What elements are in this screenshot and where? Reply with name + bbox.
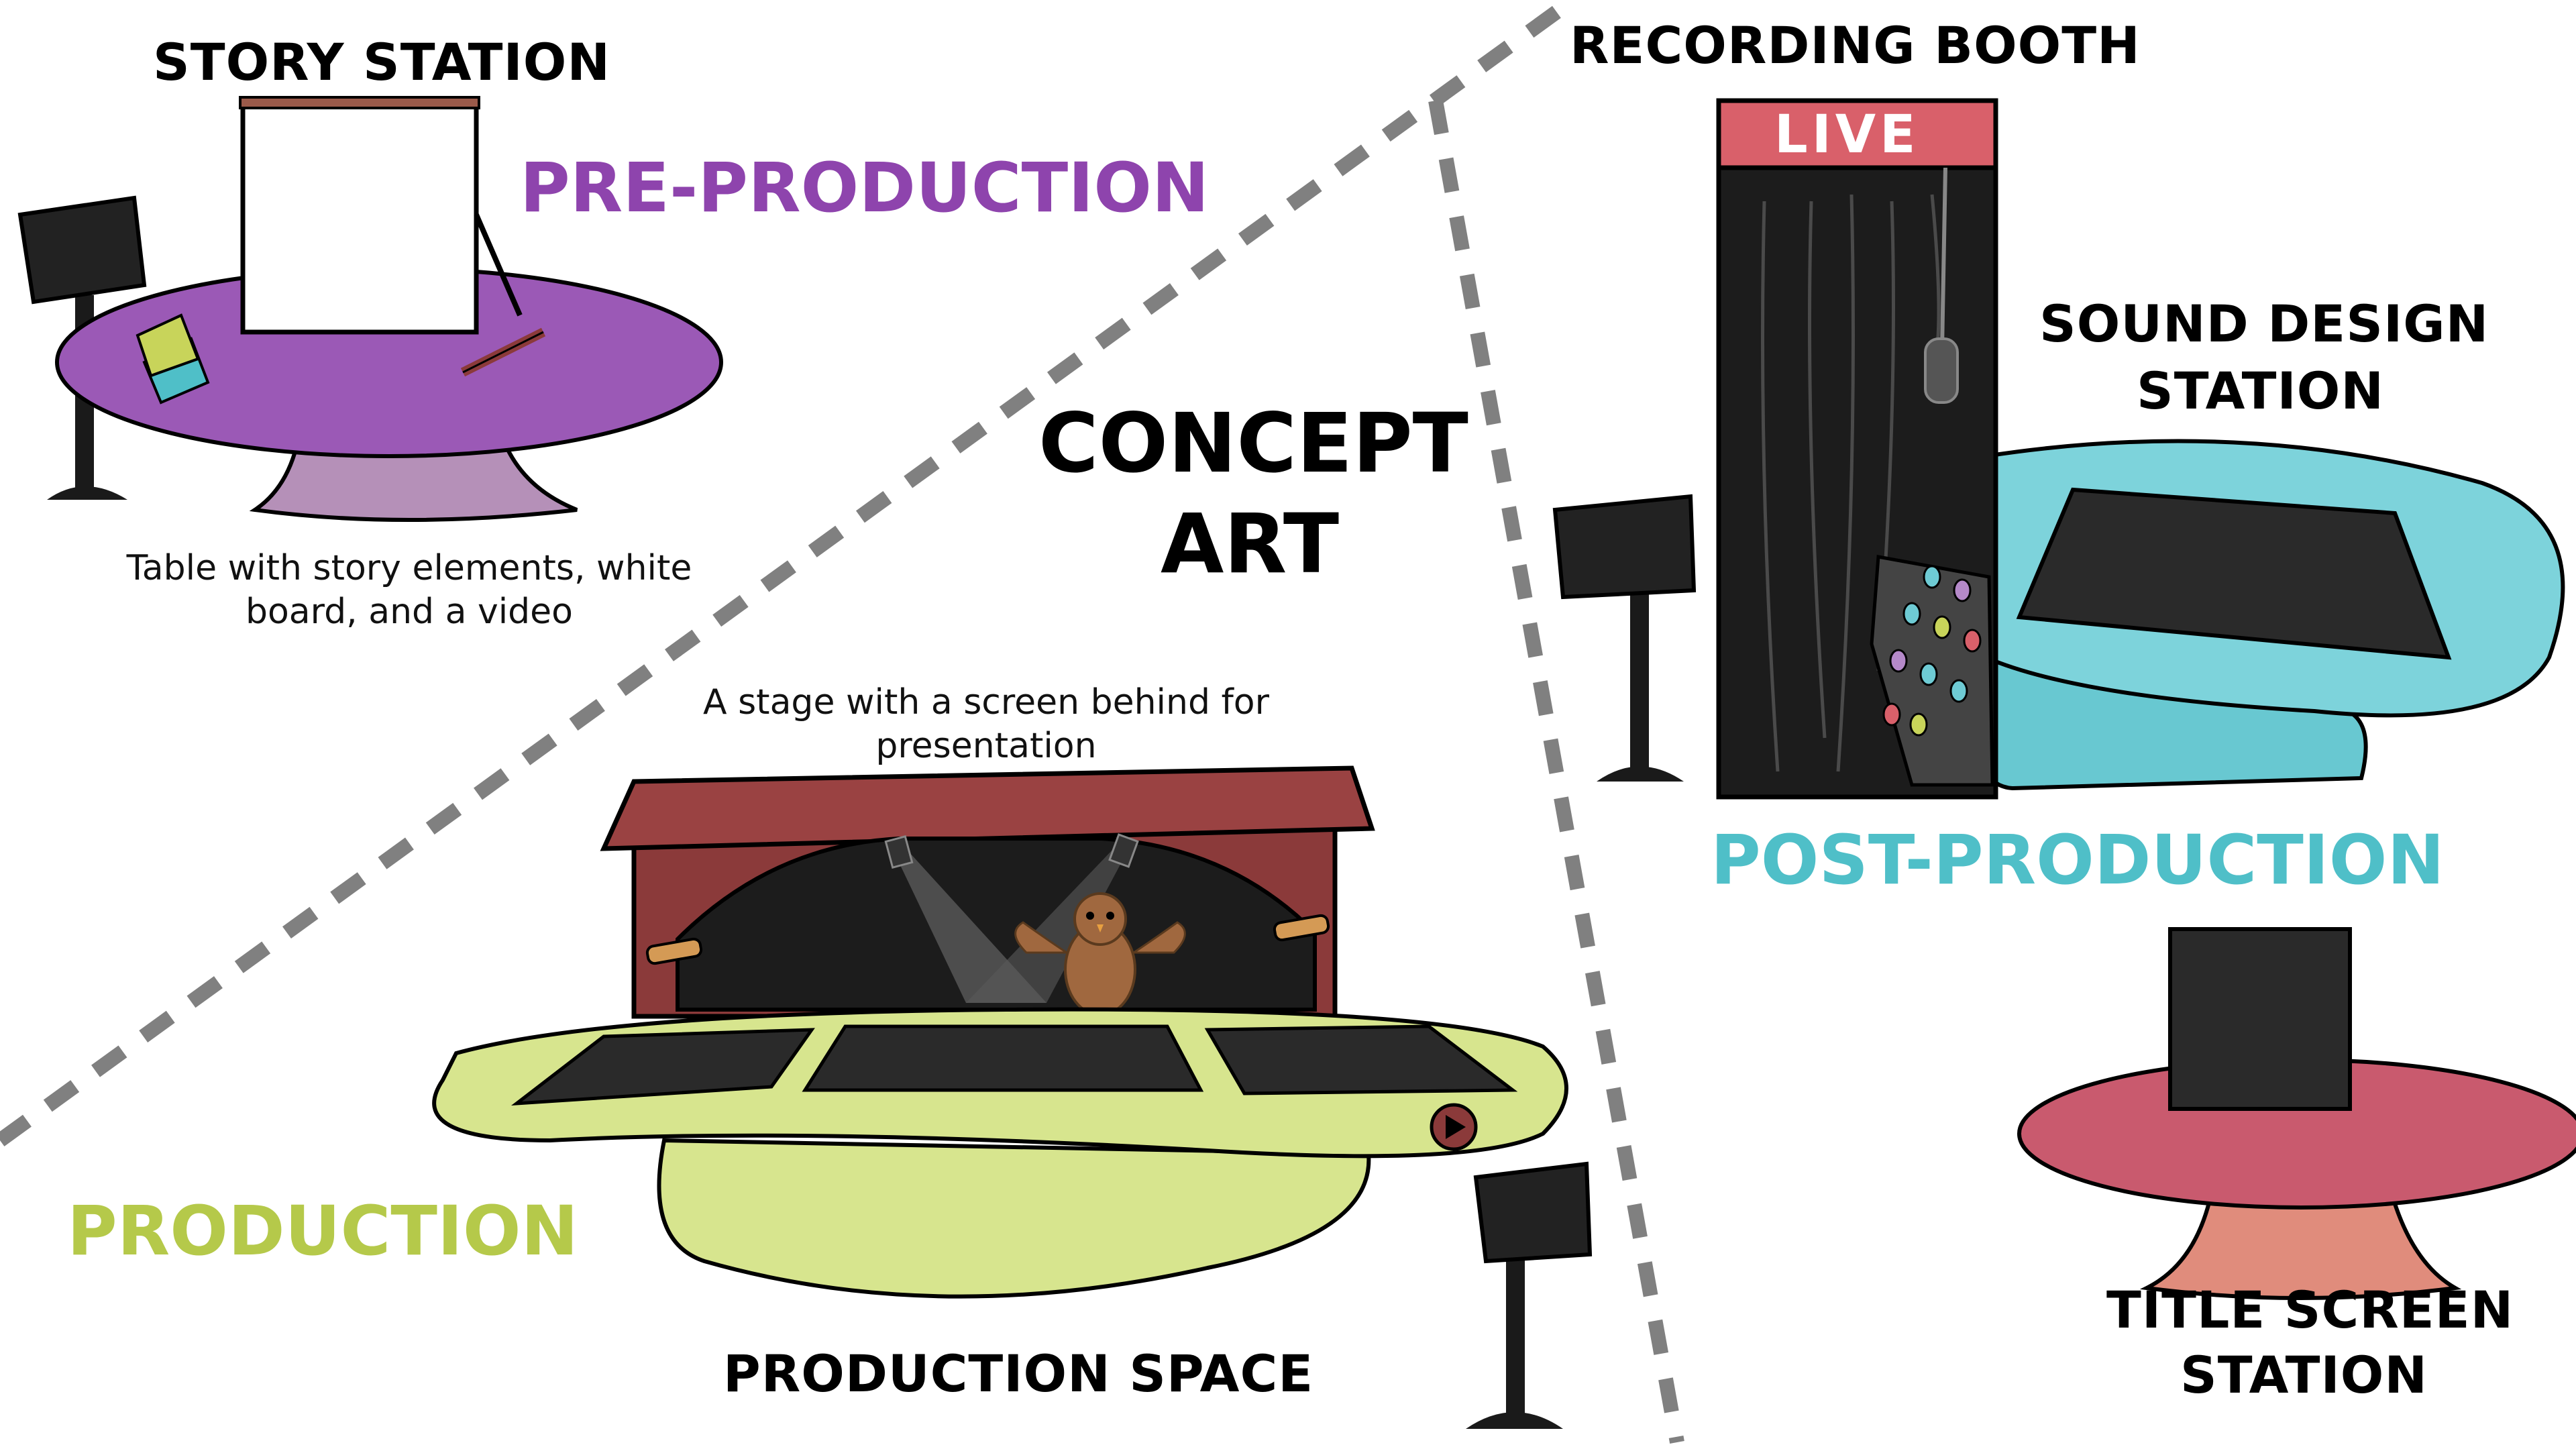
production-table-base	[657, 1138, 1371, 1299]
story-card-yellow	[136, 313, 200, 378]
production-monitor-base	[1466, 1412, 1563, 1429]
divider-pre-vs-production	[0, 0, 1578, 1146]
story-station-caption-line1: Table with story elements, white	[126, 548, 692, 588]
title-screen-station-illustration	[2017, 927, 2576, 1300]
story-station-illustration	[17, 96, 723, 522]
sound-monitor-base	[1597, 766, 1684, 782]
sound-monitor-pole	[1630, 577, 1649, 771]
booth-mic-icon	[1924, 337, 1959, 404]
sound-mixer-screen-icon	[2016, 487, 2452, 660]
production-space-illustration	[432, 765, 1593, 1429]
spotlight-left-icon	[884, 835, 914, 869]
stage-roof	[600, 765, 1375, 851]
story-monitor-base	[47, 486, 127, 500]
production-heading: PRODUCTION	[67, 1191, 578, 1271]
spotlight-beam-right	[966, 849, 1127, 1003]
production-monitor-icon	[1473, 1161, 1593, 1264]
title-screen-icon	[2168, 927, 2352, 1111]
live-sign-text: LIVE	[1774, 105, 1920, 165]
sound-design-label-line1: SOUND DESIGN	[2039, 294, 2489, 354]
title-table-pedestal	[2139, 1179, 2462, 1300]
stage-caption-line2: presentation	[875, 726, 1097, 766]
stage-caption: A stage with a screen behind for present…	[657, 681, 1315, 768]
pre-production-heading: PRE-PRODUCTION	[520, 148, 1210, 228]
booth-mic-cable	[1940, 167, 1947, 350]
production-screen-right	[1204, 1024, 1518, 1095]
owl-icon	[1014, 892, 1186, 1016]
production-screen-left	[511, 1028, 815, 1106]
live-sign-box	[1716, 98, 1998, 170]
post-production-heading: POST-PRODUCTION	[1711, 820, 2445, 900]
whiteboard-top-bar	[239, 96, 480, 109]
story-station-caption: Table with story elements, white board, …	[67, 547, 751, 634]
story-monitor-icon	[17, 195, 147, 305]
sound-design-station-illustration	[1552, 439, 2565, 791]
production-space-label: PRODUCTION SPACE	[723, 1344, 1314, 1403]
production-screen-center	[802, 1024, 1204, 1092]
play-triangle	[1446, 1115, 1466, 1139]
sound-monitor-icon	[1552, 494, 1697, 600]
title-screen-label-line2: STATION	[2180, 1345, 2428, 1405]
concept-art-heading-line2: ART	[1161, 496, 1340, 592]
whiteboard-leg	[474, 213, 523, 317]
production-monitor-pole	[1506, 1248, 1525, 1415]
recording-booth-illustration	[1716, 98, 1998, 800]
spotlight-right-icon	[1108, 833, 1139, 868]
whiteboard-icon	[240, 98, 479, 335]
concept-art-heading-line1: CONCEPT	[1038, 396, 1468, 491]
curtain-tieback-right	[1273, 914, 1330, 942]
speaker-buttons	[1882, 565, 1982, 737]
story-station-caption-line2: board, and a video	[245, 592, 573, 632]
divider-concept-vs-post	[1428, 99, 1684, 1444]
title-screen-label-line1: TITLE SCREEN	[2106, 1280, 2514, 1340]
sound-design-label-line2: STATION	[2137, 361, 2384, 421]
pen-outline	[462, 331, 544, 374]
story-station-label: STORY STATION	[153, 32, 610, 92]
stage-screen	[676, 837, 1317, 1012]
stage-caption-line1: A stage with a screen behind for	[702, 682, 1269, 722]
recording-booth-label: RECORDING BOOTH	[1570, 15, 2141, 75]
zone-dividers	[0, 0, 1684, 1444]
curtain-tieback-left	[645, 937, 703, 965]
